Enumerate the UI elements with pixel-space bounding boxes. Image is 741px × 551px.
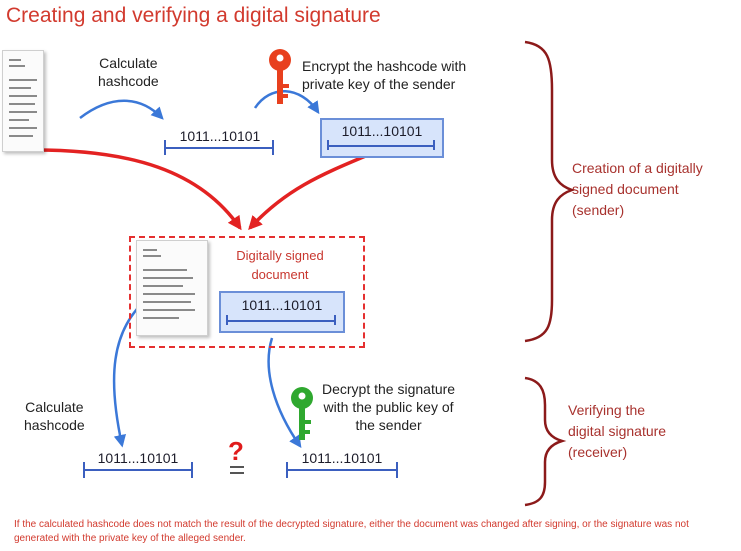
phase-sender-label: Creation of a digitally signed document … bbox=[572, 160, 703, 218]
arrow-doc-to-signed bbox=[34, 148, 242, 231]
hash-bracket-2 bbox=[327, 140, 435, 150]
arrow-signature-to-decrypt bbox=[267, 337, 302, 449]
brace-sender bbox=[524, 40, 576, 343]
step-calculate-hashcode-top: Calculate hashcode bbox=[98, 55, 159, 89]
hash-value-encrypted: 1011...10101 bbox=[341, 123, 423, 139]
arrow-encrypted-to-signed bbox=[248, 153, 369, 231]
brace-receiver bbox=[524, 376, 567, 507]
equals-icon bbox=[230, 466, 244, 476]
private-key-icon bbox=[269, 49, 291, 104]
step-decrypt: Decrypt the signature with the public ke… bbox=[322, 381, 456, 433]
hash-bracket-4 bbox=[83, 462, 193, 478]
hash-value-computed: 1011...10101 bbox=[179, 128, 261, 144]
document-icon bbox=[2, 50, 44, 152]
signed-document-label: Digitally signed document bbox=[236, 248, 324, 282]
footnote: If the calculated hashcode does not matc… bbox=[14, 519, 689, 544]
public-key-icon bbox=[291, 387, 313, 440]
question-mark-icon: ? bbox=[228, 436, 244, 466]
document-icon bbox=[136, 240, 208, 336]
digitally-signed-document bbox=[129, 236, 365, 348]
hash-bracket-1 bbox=[164, 140, 274, 155]
hash-bracket-5 bbox=[286, 462, 398, 478]
diagram-title: Creating and verifying a digital signatu… bbox=[6, 4, 381, 27]
hash-box-encrypted: 1011...10101 bbox=[320, 118, 444, 158]
hash-value-decrypted: 1011...10101 bbox=[301, 450, 383, 466]
hash-value-signature: 1011...10101 bbox=[241, 297, 323, 313]
hash-value-recomputed: 1011...10101 bbox=[97, 450, 179, 466]
hash-box-signature: 1011...10101 bbox=[219, 291, 345, 333]
phase-receiver-label: Verifying the digital signature (receive… bbox=[568, 402, 667, 460]
step-calculate-hashcode-bottom: Calculate hashcode bbox=[24, 399, 85, 433]
step-encrypt: Encrypt the hashcode with private key of… bbox=[302, 58, 467, 92]
arrow-doc-to-hash bbox=[79, 99, 164, 120]
arrow-hash-to-encrypted bbox=[253, 90, 320, 115]
hash-bracket-3 bbox=[226, 315, 336, 325]
